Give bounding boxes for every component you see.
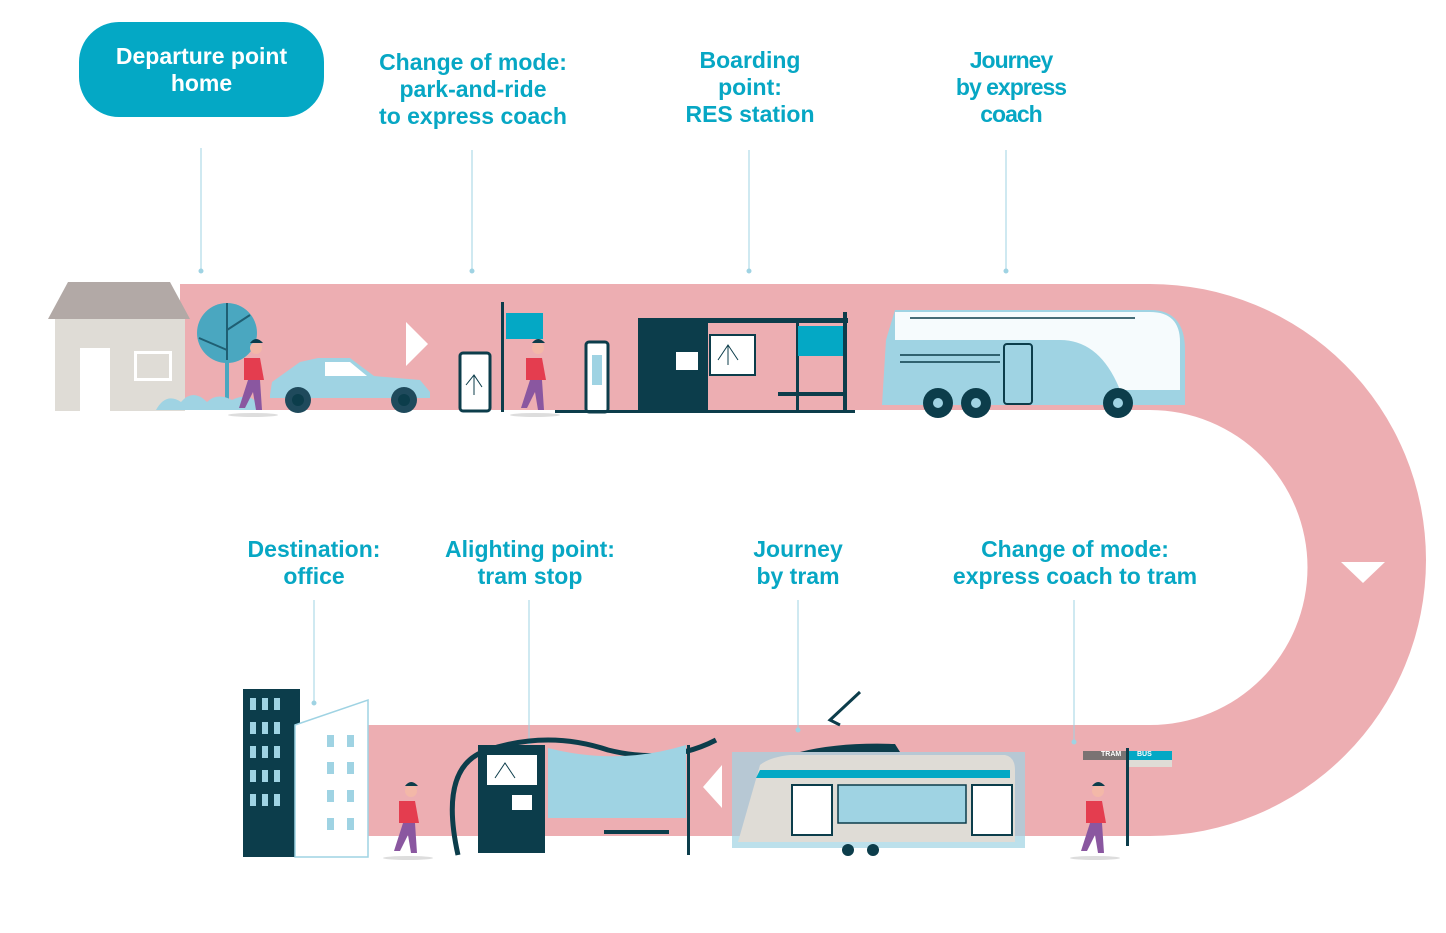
office-building-icon: [243, 689, 369, 858]
parking-sign-icon: [501, 302, 543, 412]
express-coach-icon: [882, 310, 1185, 418]
direction-sign: [1083, 748, 1172, 846]
sign-tram-label: TRAM: [1101, 751, 1122, 758]
sign-bus-label: BUS: [1137, 751, 1152, 758]
arrow-right-icon: [406, 322, 428, 366]
tram-icon: [732, 690, 1025, 856]
arrow-left-icon: [703, 765, 722, 808]
res-station-icon: [555, 312, 855, 413]
step-label-boarding-point: Boarding point: RES station: [685, 47, 815, 127]
ticket-machine-icon: [584, 340, 610, 414]
step-label-tram-stop: Alighting point: tram stop: [445, 536, 615, 589]
arrow-down-icon: [1341, 562, 1385, 583]
leader-lines: [198, 148, 1077, 745]
person-walking-icon: [228, 339, 278, 417]
tram-stop-shelter-icon: [449, 737, 718, 856]
house-icon: [48, 282, 190, 411]
step-label-park-and-ride: Change of mode: park-and-ride to express…: [379, 49, 567, 129]
step-label-tram-journey: Journey by tram: [753, 536, 843, 589]
departure-point-badge: Departure point home: [79, 22, 324, 117]
step-label-destination: Destination: office: [247, 536, 381, 589]
tree-icon: [197, 303, 257, 400]
step-label-change-to-tram: Change of mode: express coach to tram: [952, 536, 1198, 589]
car-icon: [270, 358, 430, 413]
bushes: [156, 395, 262, 410]
step-label-express-coach: Journey by express coach: [955, 47, 1067, 127]
info-board-icon: [458, 351, 492, 413]
